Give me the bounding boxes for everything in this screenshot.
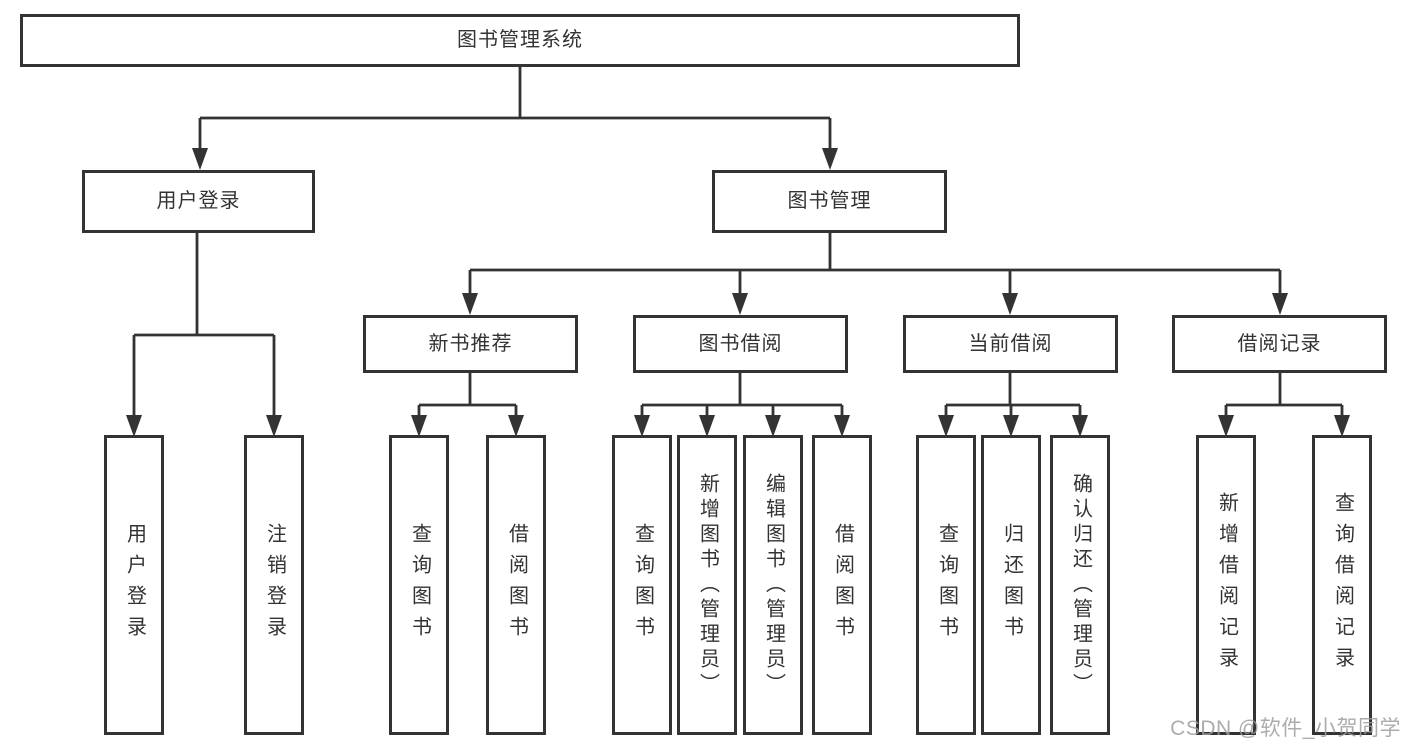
- leaf-bb-borrow-books: 借阅图书: [812, 435, 872, 735]
- leaf-cb-return-books: 归还图书: [981, 435, 1041, 735]
- leaf-bb-add-books-admin: 新增图书（管理员）: [677, 435, 737, 735]
- csdn-watermark: CSDN @软件_小贺同学: [1170, 717, 1401, 740]
- leaf-logout: 注销登录: [244, 435, 304, 735]
- node-book-borrow: 图书借阅: [633, 315, 848, 373]
- node-new-book-recommend: 新书推荐: [363, 315, 578, 373]
- leaf-br-add-borrow-record: 新增借阅记录: [1196, 435, 1256, 735]
- leaf-bb-query-books: 查询图书: [612, 435, 672, 735]
- leaf-cb-query-books: 查询图书: [916, 435, 976, 735]
- node-user-login: 用户登录: [82, 170, 315, 233]
- leaf-bb-edit-books-admin: 编辑图书（管理员）: [743, 435, 803, 735]
- leaf-nb-borrow-books: 借阅图书: [486, 435, 546, 735]
- node-borrow-records: 借阅记录: [1172, 315, 1387, 373]
- leaf-cb-confirm-return-admin: 确认归还（管理员）: [1050, 435, 1110, 735]
- leaf-br-query-borrow-record: 查询借阅记录: [1312, 435, 1372, 735]
- node-book-management: 图书管理: [712, 170, 947, 233]
- node-root-system: 图书管理系统: [20, 14, 1020, 67]
- leaf-user-login: 用户登录: [104, 435, 164, 735]
- leaf-nb-query-books: 查询图书: [389, 435, 449, 735]
- node-current-borrow: 当前借阅: [903, 315, 1118, 373]
